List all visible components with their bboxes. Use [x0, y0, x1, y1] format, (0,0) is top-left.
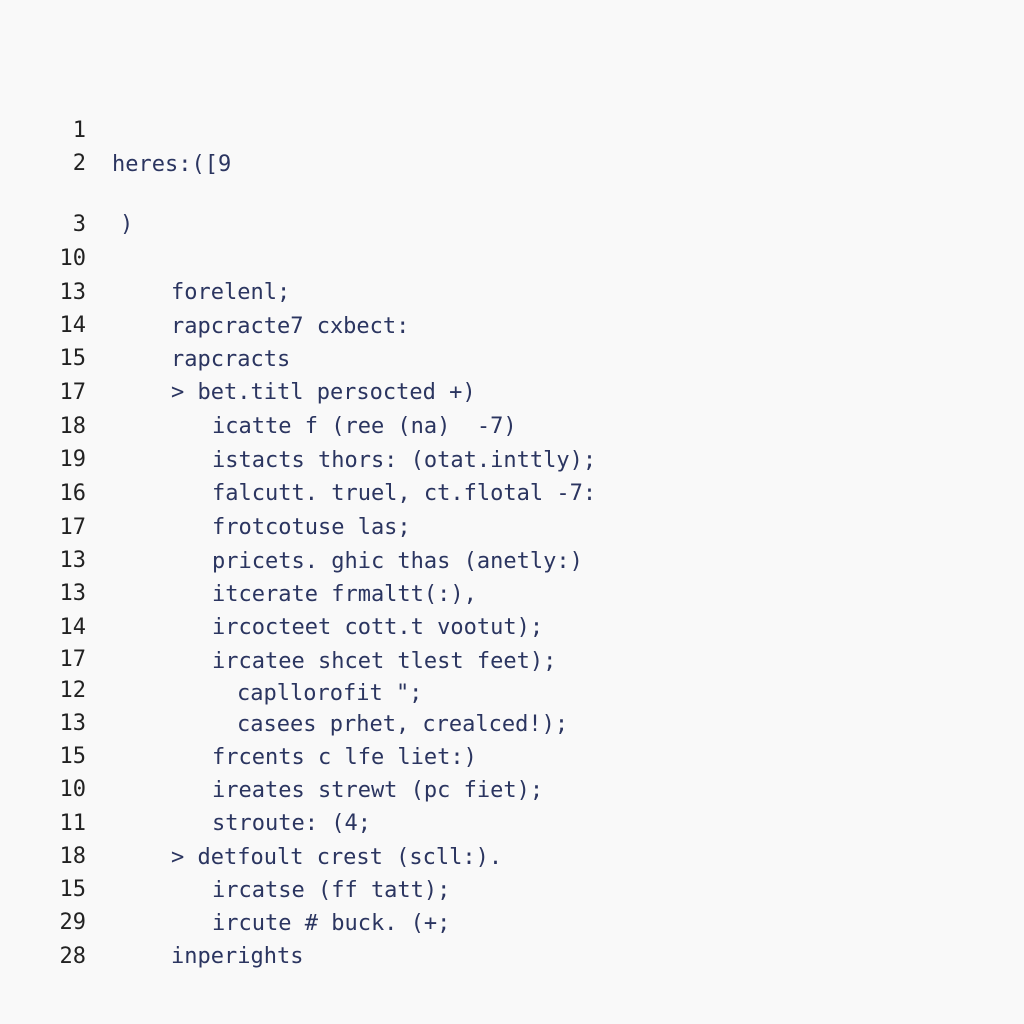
line-number: 15	[59, 346, 87, 371]
line-number: 16	[59, 481, 87, 506]
code-line: 15 ircute # buck. (+;	[0, 839, 451, 936]
line-number: 29	[59, 910, 87, 935]
line-number: 17	[59, 380, 87, 405]
line-number: 13	[59, 548, 87, 573]
code-line: 17 capllorofit ";	[0, 609, 423, 706]
code-text[interactable]: icatte f (ree (na) -7)	[212, 414, 517, 439]
line-number: 17	[59, 647, 87, 672]
code-text[interactable]: rapcracte7 cxbect:	[171, 314, 410, 339]
code-text[interactable]: frotcotuse las;	[212, 515, 411, 540]
code-line: 14 rapcracts	[0, 275, 291, 372]
code-line: 29 inperights	[0, 872, 304, 969]
line-number: 12	[59, 678, 87, 703]
code-text[interactable]: forelenl;	[171, 280, 291, 305]
code-line: 13 ircocteet cott.t vootut);	[0, 543, 544, 640]
code-text[interactable]: inperights	[171, 944, 304, 969]
code-text[interactable]: ircatee shcet tlest feet);	[212, 649, 557, 674]
code-line: 18 ircatse (ff tatt);	[0, 806, 451, 903]
code-text[interactable]: )	[120, 212, 134, 237]
line-number: 18	[59, 414, 87, 439]
code-text[interactable]: ircocteet cott.t vootut);	[212, 615, 544, 640]
code-text[interactable]: ircute # buck. (+;	[212, 911, 451, 936]
line-number: 18	[59, 844, 87, 869]
code-line: 18 istacts thors: (otat.inttly);	[0, 376, 597, 473]
code-line: 10 forelenl;	[0, 208, 291, 305]
line-number: 14	[59, 313, 87, 338]
code-line: )	[0, 140, 133, 237]
code-line: 17 icatte f (ree (na) -7)	[0, 342, 517, 439]
code-text[interactable]: rapcracts	[171, 347, 291, 372]
line-number: 11	[59, 811, 87, 836]
line-number: 1	[72, 118, 86, 143]
code-text[interactable]: capllorofit ";	[237, 681, 423, 706]
code-text[interactable]: > detfoult crest (scll:).	[171, 845, 503, 870]
line-number: 19	[59, 447, 87, 472]
code-line: 11 > detfoult crest (scll:).	[0, 773, 503, 870]
code-line: 17 pricets. ghic thas (anetly:)	[0, 477, 583, 574]
code-line: 13 rapcracte7 cxbect:	[0, 242, 410, 339]
code-line: 28	[0, 906, 87, 969]
line-number: 15	[59, 744, 87, 769]
code-text[interactable]: pricets. ghic thas (anetly:)	[212, 549, 583, 574]
code-text[interactable]: ircatse (ff tatt);	[212, 878, 451, 903]
code-text[interactable]: heres:([9	[112, 152, 232, 177]
code-line: 13 frcents c lfe liet:)	[0, 673, 477, 770]
code-line: 3	[0, 174, 86, 237]
line-number: 13	[59, 280, 87, 305]
code-line: 16 frotcotuse las;	[0, 443, 411, 540]
code-line: 15 ireates strewt (pc fiet);	[0, 706, 544, 803]
code-line: 2	[0, 113, 86, 176]
code-line: 12 casees prhet, crealced!);	[0, 640, 569, 737]
line-number: 10	[59, 777, 87, 802]
line-number: 14	[59, 615, 87, 640]
line-number: 15	[59, 877, 87, 902]
code-text[interactable]: stroute: (4;	[212, 811, 371, 836]
code-line: 19 falcutt. truel, ct.flotal -7:	[0, 409, 597, 506]
code-text[interactable]: itcerate frmaltt(:),	[212, 582, 477, 607]
code-text[interactable]: ireates strewt (pc fiet);	[212, 778, 544, 803]
line-number: 2	[72, 151, 86, 176]
line-number: 28	[59, 944, 87, 969]
code-text[interactable]: frcents c lfe liet:)	[212, 745, 477, 770]
code-line: 1 heres:([9	[0, 80, 231, 177]
code-text[interactable]: istacts thors: (otat.inttly);	[212, 448, 597, 473]
code-text[interactable]: casees prhet, crealced!);	[237, 712, 569, 737]
line-number: 13	[59, 711, 87, 736]
code-line: 10 stroute: (4;	[0, 739, 371, 836]
line-number: 13	[59, 581, 87, 606]
code-text[interactable]: > bet.titl persocted +)	[171, 380, 476, 405]
code-text[interactable]: falcutt. truel, ct.flotal -7:	[212, 481, 597, 506]
line-number: 17	[59, 515, 87, 540]
code-line: 13 itcerate frmaltt(:),	[0, 510, 477, 607]
line-number: 3	[72, 212, 86, 237]
code-line: 15 > bet.titl persocted +)	[0, 308, 476, 405]
line-number: 10	[59, 246, 87, 271]
code-line: 14 ircatee shcet tlest feet);	[0, 577, 557, 674]
